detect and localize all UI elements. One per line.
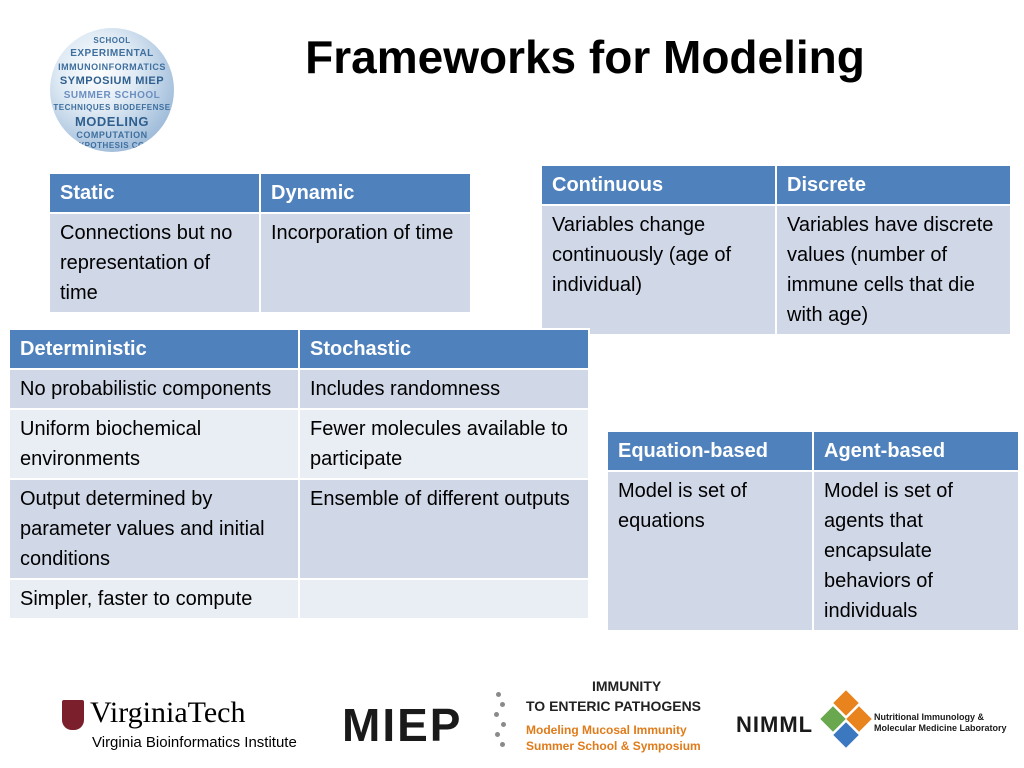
globe-word: COMPUTATION [76, 130, 148, 140]
table-row: No probabilistic components Includes ran… [8, 368, 590, 410]
miep-line: TO ENTERIC PATHOGENS [526, 698, 702, 714]
static-dynamic-table: Static Dynamic Connections but no repres… [48, 172, 472, 314]
table-cell: Includes randomness [298, 368, 590, 410]
header-equation-based: Equation-based [606, 430, 814, 472]
header-agent-based: Agent-based [812, 430, 1020, 472]
table-cell: Variables change continuously (age of in… [540, 204, 777, 336]
table-row: Simpler, faster to compute [8, 578, 590, 620]
globe-word: TECHNIQUES BIODEFENSE [53, 103, 171, 112]
table-cell: Uniform biochemical environments [8, 408, 300, 480]
miep-title: IMMUNITY TO ENTERIC PATHOGENS [526, 676, 701, 716]
table-row: Output determined by parameter values an… [8, 478, 590, 580]
table-cell: Ensemble of different outputs [298, 478, 590, 580]
globe-word: SCHOOL [93, 36, 131, 45]
miep-line: IMMUNITY [592, 678, 662, 694]
table-cell: Fewer molecules available to participate [298, 408, 590, 480]
nimml-lab-name: Nutritional Immunology & Molecular Medic… [874, 712, 1007, 734]
nimml-mark-icon [820, 690, 872, 748]
slide-title: Frameworks for Modeling [305, 31, 865, 83]
table-row: Model is set of equations Model is set o… [606, 470, 1020, 632]
table-row: Variables change continuously (age of in… [540, 204, 1012, 336]
header-stochastic: Stochastic [298, 328, 590, 370]
vt-shield-icon [62, 700, 84, 730]
globe-word: SUMMER SCHOOL [63, 90, 161, 101]
table-cell: No probabilistic components [8, 368, 300, 410]
nimml-logo-text: NIMML [736, 712, 814, 737]
table-row: Connections but no representation of tim… [48, 212, 472, 314]
globe-word: HYPOTHESIS COO [72, 141, 152, 150]
miep-line: Modeling Mucosal Immunity [526, 723, 687, 737]
table-cell: Model is set of equations [606, 470, 814, 632]
footer-logos: VirginiaTech Virginia Bioinformatics Ins… [0, 670, 1024, 768]
miep-logo-text: MIEP [342, 699, 463, 751]
header-static: Static [48, 172, 261, 214]
table-cell: Output determined by parameter values an… [8, 478, 300, 580]
globe-word: MODELING [74, 114, 150, 129]
continuous-discrete-table: Continuous Discrete Variables change con… [540, 164, 1012, 336]
miep-line: Summer School & Symposium [526, 739, 701, 753]
table-cell: Simpler, faster to compute [8, 578, 300, 620]
header-deterministic: Deterministic [8, 328, 300, 370]
globe-word: SYMPOSIUM MIEP [59, 75, 165, 87]
dots-icon [492, 692, 508, 748]
header-discrete: Discrete [775, 164, 1012, 206]
miep-subtitle: Modeling Mucosal Immunity Summer School … [526, 722, 701, 754]
globe-word: IMMUNOINFORMATICS [58, 62, 166, 72]
deterministic-stochastic-table: Deterministic Stochastic No probabilisti… [8, 328, 590, 620]
header-continuous: Continuous [540, 164, 777, 206]
header-dynamic: Dynamic [259, 172, 472, 214]
equation-agent-table: Equation-based Agent-based Model is set … [606, 430, 1020, 632]
vt-name: VirginiaTech [90, 696, 246, 729]
table-cell: Variables have discrete values (number o… [775, 204, 1012, 336]
nimml-line: Molecular Medicine Laboratory [874, 723, 1007, 733]
globe-word: EXPERIMENTAL [70, 48, 154, 59]
symposium-globe-logo: SCHOOL EXPERIMENTAL IMMUNOINFORMATICS SY… [50, 28, 174, 152]
nimml-line: Nutritional Immunology & [874, 712, 984, 722]
table-row: Uniform biochemical environments Fewer m… [8, 408, 590, 480]
table-cell: Model is set of agents that encapsulate … [812, 470, 1020, 632]
table-cell: Incorporation of time [259, 212, 472, 314]
table-cell: Connections but no representation of tim… [48, 212, 261, 314]
table-cell [298, 578, 590, 620]
vt-subtitle: Virginia Bioinformatics Institute [92, 734, 297, 751]
